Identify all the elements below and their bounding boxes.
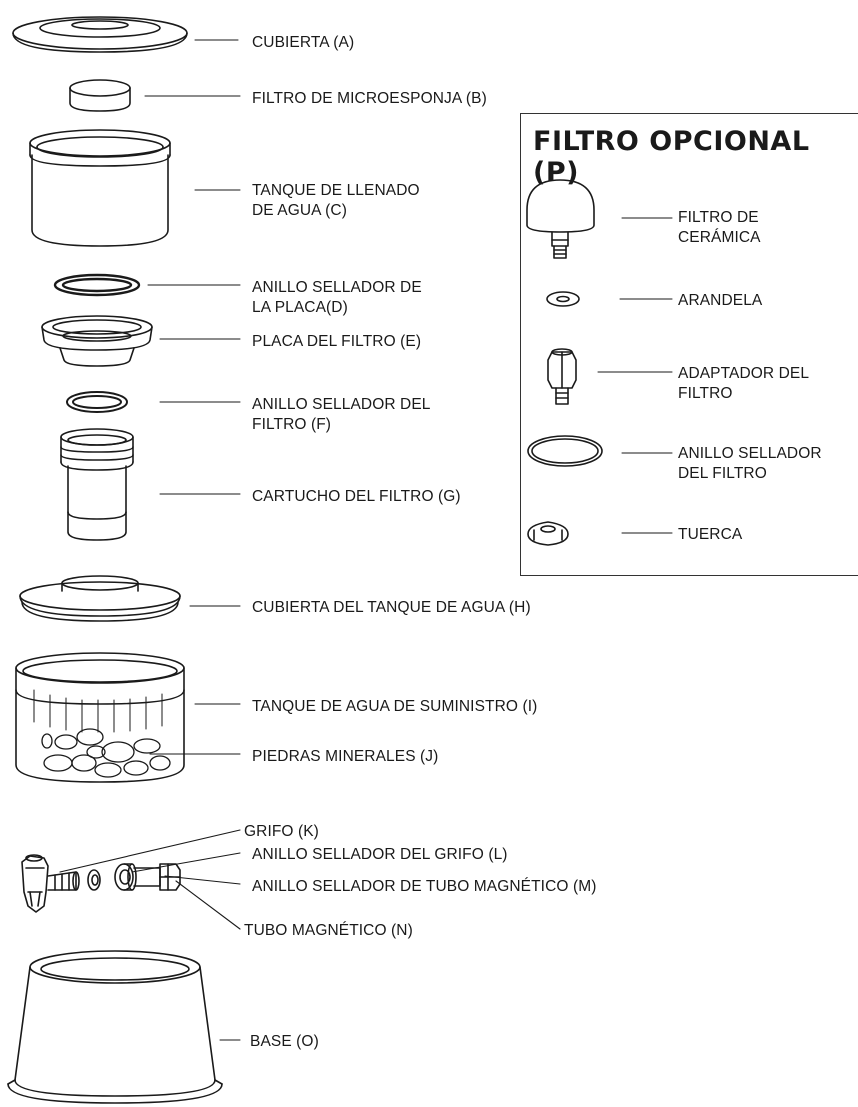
label-faucet-seal-l: ANILLO SELLADOR DEL GRIFO (L): [252, 846, 508, 863]
filter-plate-illustration: [41, 315, 153, 367]
fill-tank-illustration: [29, 129, 171, 247]
base-illustration: [7, 950, 223, 1104]
label-ceramic-filter: FILTRO DE CERÁMICA: [678, 209, 761, 246]
washer-illustration: [546, 291, 580, 307]
filter-adapter-illustration: [547, 348, 577, 405]
filter-seal-ring-illustration: [66, 391, 128, 413]
label-fill-tank-c: TANQUE DE LLENADO DE AGUA (C): [252, 182, 420, 219]
label-cartridge-g: CARTUCHO DEL FILTRO (G): [252, 488, 461, 505]
label-filter-seal-f: ANILLO SELLADOR DEL FILTRO (F): [252, 396, 431, 433]
label-cover-a: CUBIERTA (A): [252, 34, 355, 51]
supply-tank-illustration: [15, 652, 185, 783]
optional-filter-box: [520, 113, 858, 576]
label-mineral-stones-j: PIEDRAS MINERALES (J): [252, 748, 439, 765]
plate-seal-ring-illustration: [53, 273, 141, 297]
label-filter-adapter: ADAPTADOR DEL FILTRO: [678, 365, 810, 402]
microsponge-illustration: [69, 79, 131, 112]
label-base-o: BASE (O): [250, 1033, 319, 1050]
label-nut: TUERCA: [678, 526, 743, 543]
optional-seal-ring-illustration: [527, 435, 603, 467]
label-plate-seal-d: ANILLO SELLADOR DE LA PLACA(D): [252, 279, 422, 316]
label-supply-tank-i: TANQUE DE AGUA DE SUMINISTRO (I): [252, 698, 538, 715]
cover-illustration: [12, 16, 188, 53]
ceramic-filter-illustration: [526, 179, 595, 259]
label-faucet-k: GRIFO (K): [244, 823, 319, 840]
label-magnetic-tube-n: TUBO MAGNÉTICO (N): [244, 922, 413, 939]
filter-cartridge-illustration: [60, 428, 134, 541]
optional-filter-title: FILTRO OPCIONAL (P): [533, 126, 810, 188]
nut-illustration: [527, 521, 569, 546]
mineral-stones-illustration: [41, 728, 171, 778]
label-tank-cover-h: CUBIERTA DEL TANQUE DE AGUA (H): [252, 599, 531, 616]
tank-cover-illustration: [19, 575, 181, 622]
label-washer: ARANDELA: [678, 292, 763, 309]
label-microsponge-b: FILTRO DE MICROESPONJA (B): [252, 90, 487, 107]
label-filter-plate-e: PLACA DEL FILTRO (E): [252, 333, 422, 350]
leader-lines: [59, 39, 673, 1041]
faucet-assembly-illustration: [21, 854, 181, 913]
label-optional-seal-ring: ANILLO SELLADOR DEL FILTRO: [678, 445, 822, 482]
label-tube-seal-m: ANILLO SELLADOR DE TUBO MAGNÉTICO (M): [252, 878, 597, 895]
